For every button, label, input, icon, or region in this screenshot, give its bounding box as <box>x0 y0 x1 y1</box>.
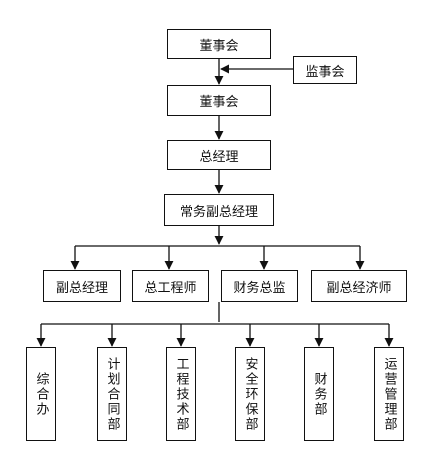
shareholders-box: 董事会 <box>167 29 271 59</box>
dept-engineering-technology: 工程技术部 <box>166 347 196 441</box>
connector-lines <box>36 59 394 347</box>
executive-vgm-box: 常务副总经理 <box>164 194 274 226</box>
board-box: 董事会 <box>167 85 271 116</box>
general-manager-box: 总经理 <box>167 140 271 170</box>
cfo-box: 财务总监 <box>221 270 298 302</box>
supervisors-box: 监事会 <box>293 56 357 84</box>
dept-general-office: 综合办 <box>26 347 56 441</box>
chief-engineer-box: 总工程师 <box>132 270 209 302</box>
dept-safety-environment: 安全环保部 <box>235 347 265 441</box>
vice-general-manager-box: 副总经理 <box>43 270 121 302</box>
dept-planning-contracts: 计划合同部 <box>97 347 127 441</box>
dept-operations-management: 运营管理部 <box>374 347 404 441</box>
dept-finance: 财务部 <box>304 347 334 441</box>
deputy-chief-economist-box: 副总经济师 <box>311 270 407 302</box>
